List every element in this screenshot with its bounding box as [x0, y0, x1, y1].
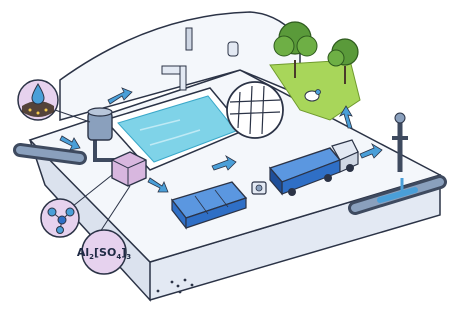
flow-arrows — [59, 87, 383, 193]
formula-close: ] — [121, 246, 126, 259]
chemical-formula-label: Al2[SO4]3 — [77, 246, 131, 261]
callout-lines — [54, 109, 131, 233]
flow-arrow-icon — [59, 135, 81, 151]
formula-sub-2: 4 — [116, 253, 121, 261]
storage-tank — [170, 181, 248, 230]
flow-arrow-icon — [359, 142, 383, 159]
filter-tank — [87, 107, 113, 141]
formula-sub-3: 3 — [126, 253, 131, 261]
flow-arrow-icon — [107, 87, 133, 105]
tanker-truck-icon — [268, 139, 359, 196]
formula-base: Al — [77, 246, 89, 259]
settling-basin — [103, 65, 247, 171]
bird-icon — [304, 89, 321, 102]
pipes — [13, 138, 447, 215]
water-drop-callout — [17, 79, 59, 121]
molecule-callout — [40, 198, 80, 238]
formula-sub-1: 2 — [89, 253, 94, 261]
tree-icon — [273, 21, 318, 78]
garden-area — [269, 21, 361, 121]
mixing-unit — [111, 151, 147, 187]
flow-arrow-icon — [147, 177, 169, 193]
feed-pipe — [93, 138, 115, 162]
building-vent — [185, 27, 193, 51]
tap-icon — [392, 112, 408, 196]
flow-arrow-icon — [338, 105, 353, 129]
molecule-icon — [47, 207, 75, 234]
water-drop-icon — [31, 83, 45, 105]
chemical-formula-callout: Al2[SO4]3 — [77, 229, 131, 275]
grid-screen-icon — [226, 81, 284, 139]
tree-icon — [327, 38, 359, 84]
formula-middle: [SO — [94, 246, 116, 259]
flow-arrow-icon — [211, 154, 237, 171]
inlet-pipe — [161, 65, 187, 91]
pump — [251, 181, 267, 195]
platform-front-dots — [156, 278, 194, 294]
building-chimney — [227, 41, 239, 57]
